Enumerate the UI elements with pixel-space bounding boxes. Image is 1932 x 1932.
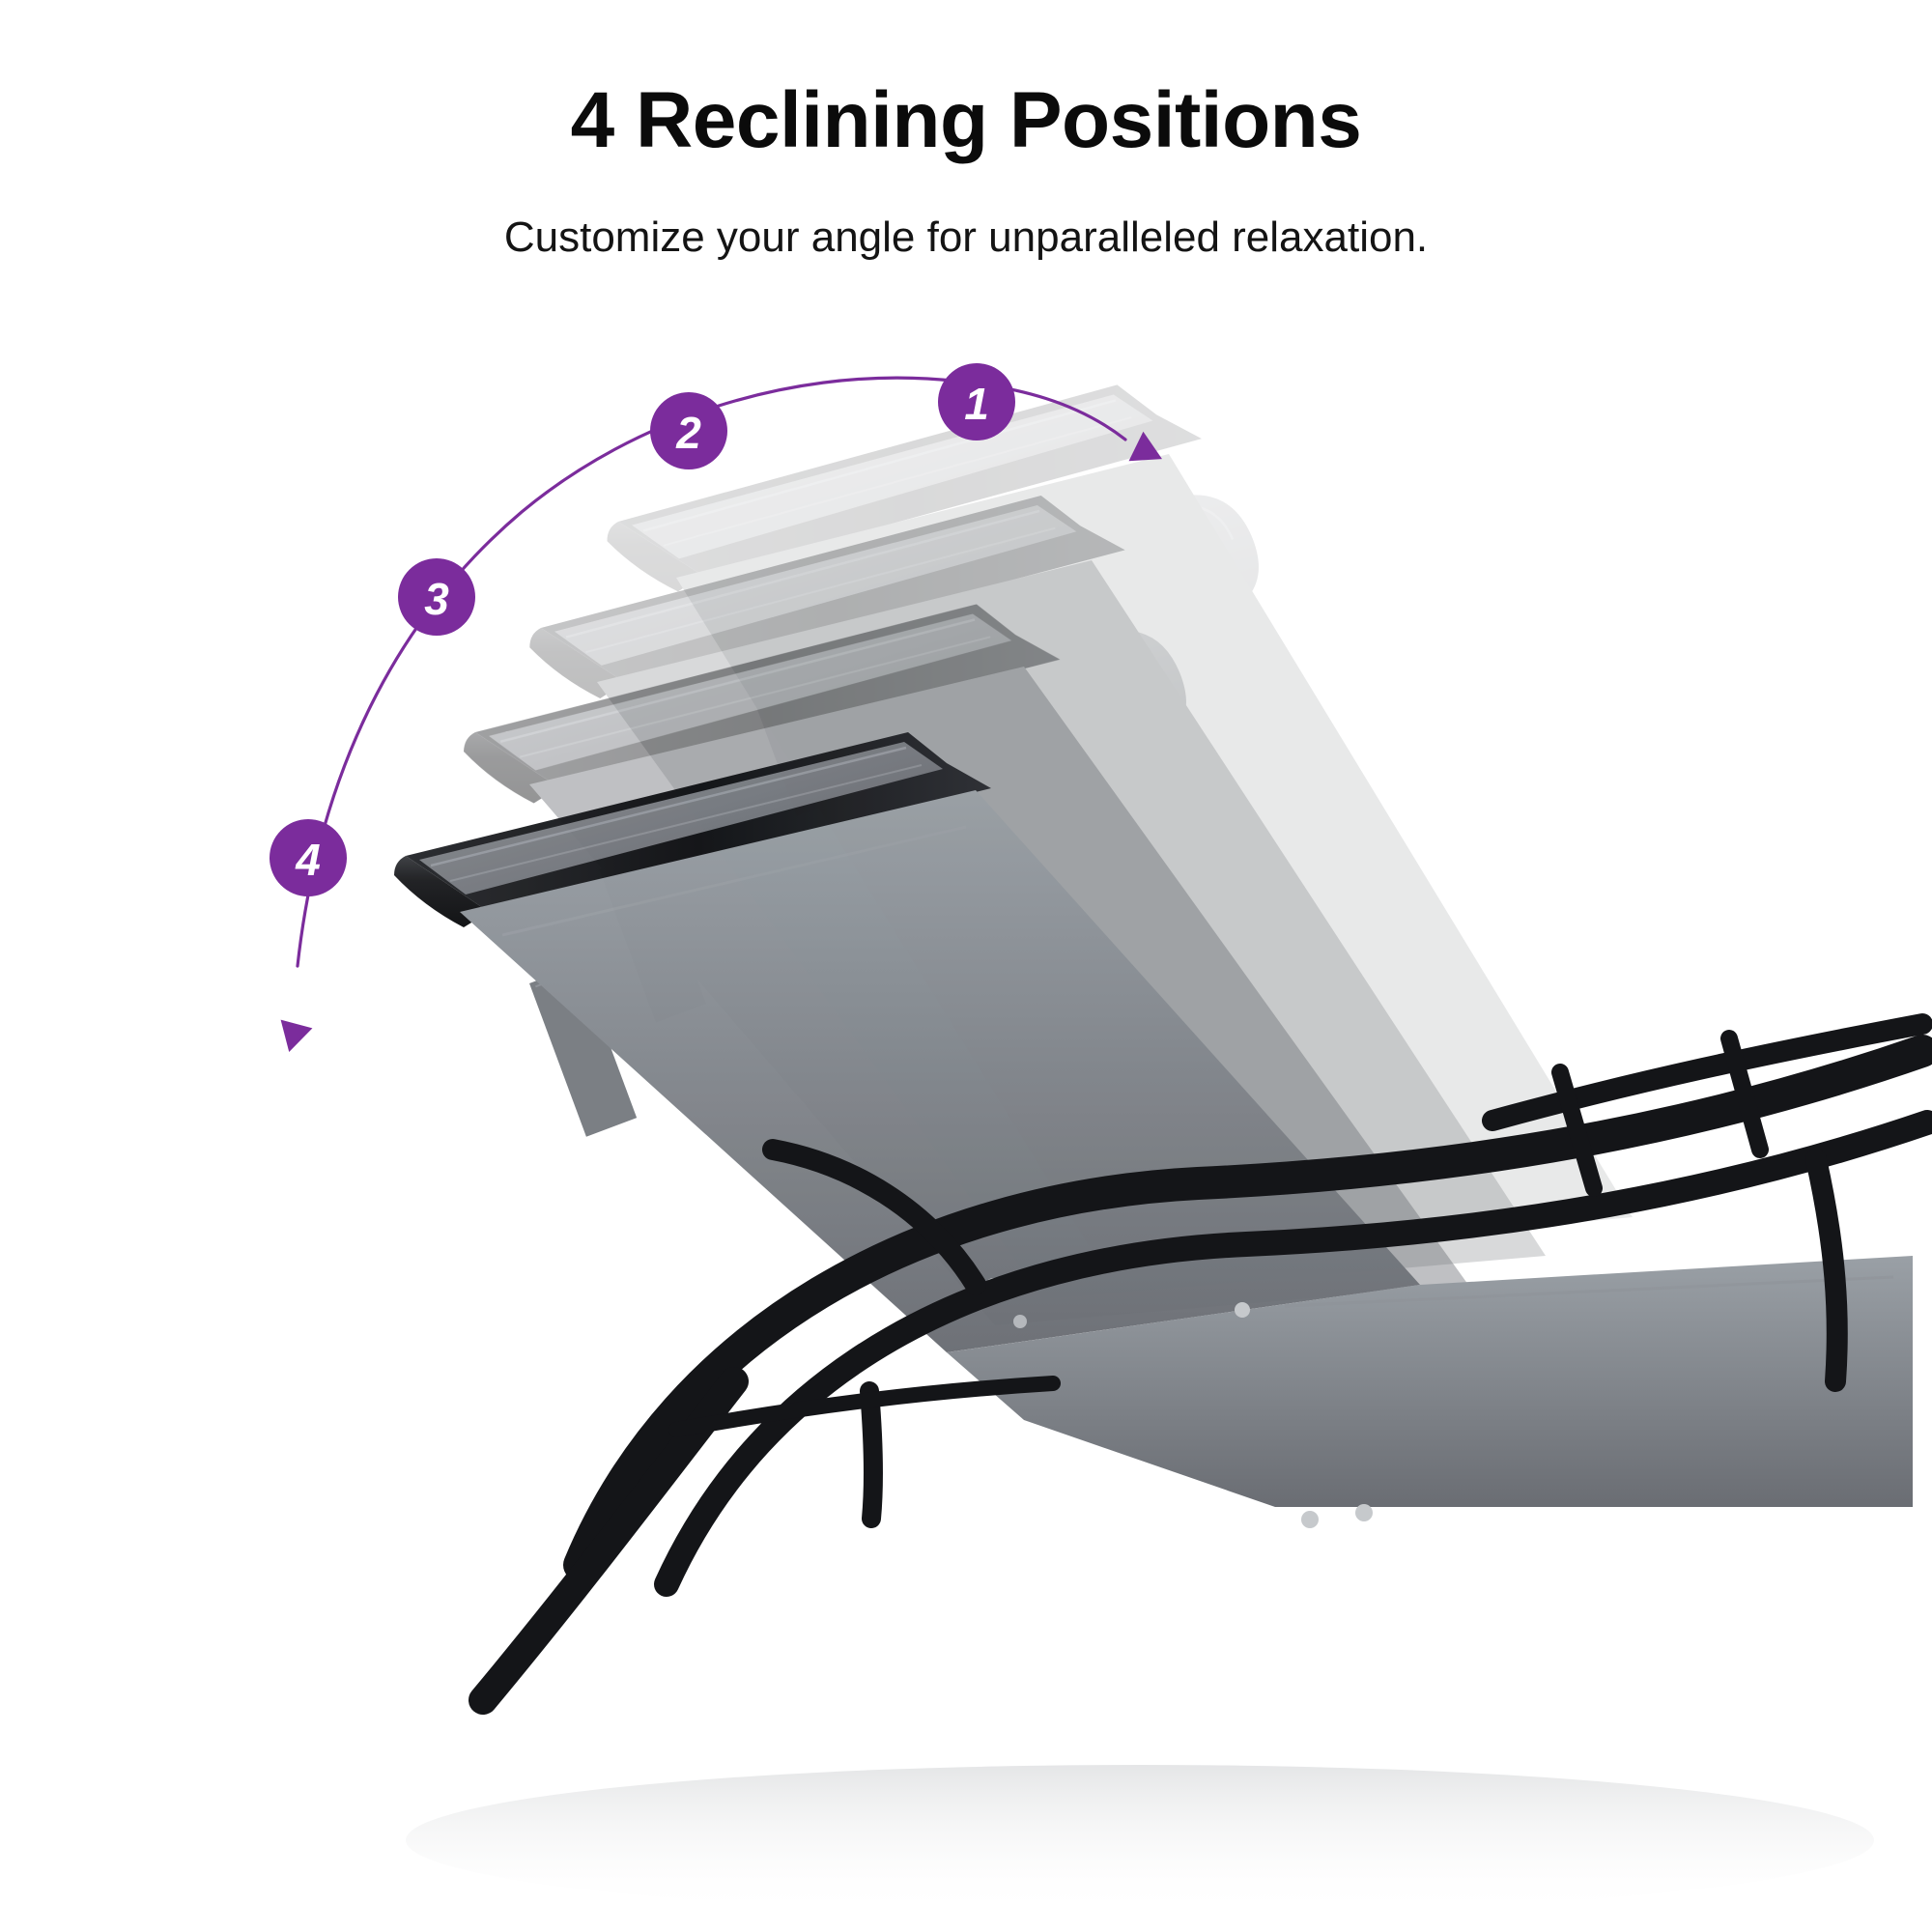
position-badge-2-label: 2 [675,408,701,458]
position-badge-3-circle [398,558,475,636]
position-badge-4[interactable]: 4 [270,819,347,896]
arc-end-arrow-bottom-left [280,1019,313,1052]
recline-arc-path [296,376,1127,968]
position-badge-4-circle [270,819,347,896]
position-badge-1-label: 1 [964,379,989,429]
position-badge-2[interactable]: 2 [650,392,727,469]
seat-sling [947,1256,1913,1507]
position-badge-3-label: 3 [424,574,449,624]
position-badge-3[interactable]: 3 [398,558,475,636]
frame-bolts [1235,1302,1373,1528]
floor-shadow [406,1765,1874,1916]
page-title: 4 Reclining Positions [570,76,1362,164]
position-badge-1-circle [938,363,1015,440]
backrest-solid-position-4 [392,730,1420,1352]
position-badge-2-circle [650,392,727,469]
position-badge-1[interactable]: 1 [938,363,1015,440]
arc-end-arrow-top-right [1128,431,1162,462]
position-badge-4-label: 4 [295,835,321,885]
page-subtitle: Customize your angle for unparalleled re… [503,213,1429,261]
chair-frame [469,1013,1932,1715]
